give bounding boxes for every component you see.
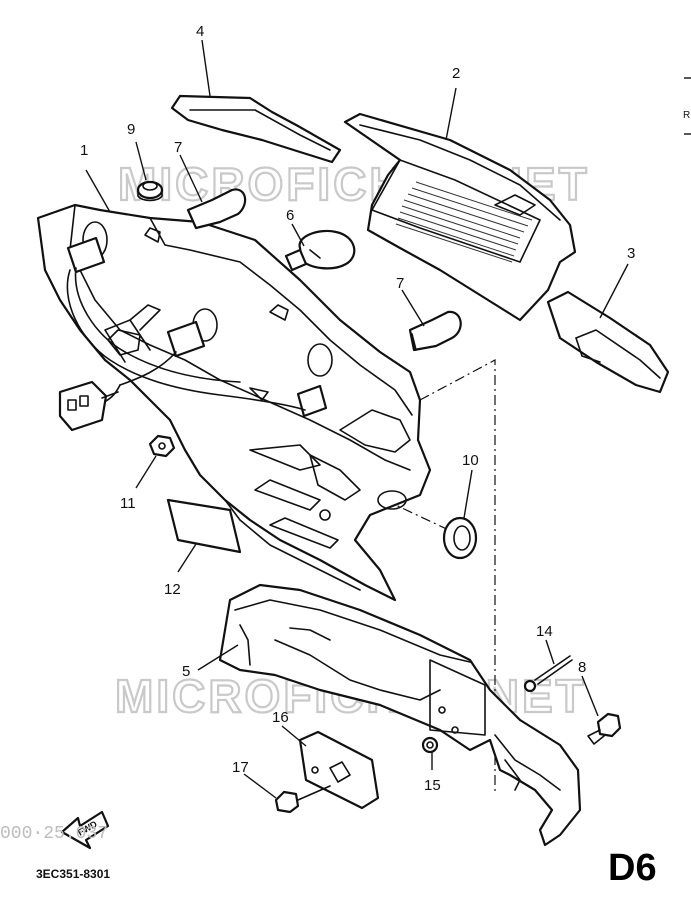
part-10-grommet bbox=[442, 516, 478, 560]
part-6-bulb bbox=[284, 229, 356, 272]
callout-1: 1 bbox=[80, 142, 88, 159]
part-14-screw bbox=[523, 655, 573, 693]
part-2-tail-cover bbox=[343, 112, 577, 322]
edge-mark-r: R bbox=[683, 110, 690, 121]
callout-7-lower: 7 bbox=[396, 275, 404, 292]
part-7-bulb-upper bbox=[186, 188, 247, 230]
callout-7-upper: 7 bbox=[174, 139, 182, 156]
callout-2: 2 bbox=[452, 65, 460, 82]
part-17-nut bbox=[274, 785, 331, 814]
callout-3: 3 bbox=[627, 245, 635, 262]
part-5-lower-cover bbox=[218, 583, 582, 847]
part-4-upper-cover bbox=[170, 94, 342, 164]
leader-lines bbox=[85, 39, 629, 799]
callout-5: 5 bbox=[182, 663, 190, 680]
callout-9: 9 bbox=[127, 121, 135, 138]
part-15-washer bbox=[421, 736, 439, 754]
part-3-reflector bbox=[546, 290, 670, 394]
callout-14: 14 bbox=[536, 623, 553, 640]
callout-labels: 1 2 3 4 5 6 7 7 8 9 10 11 12 14 15 16 17 bbox=[80, 23, 635, 794]
callout-12: 12 bbox=[164, 581, 181, 598]
page-code: D6 bbox=[608, 847, 657, 889]
part-9-grommet bbox=[136, 180, 164, 202]
microfiche-stamp: 000·25.037 bbox=[0, 824, 108, 844]
grille-lines bbox=[395, 181, 533, 263]
diagram-code: 3EC351-8301 bbox=[36, 867, 110, 881]
part-12-pad bbox=[166, 498, 242, 554]
part-11-nut bbox=[148, 434, 176, 458]
callout-8: 8 bbox=[578, 659, 586, 676]
callout-4: 4 bbox=[196, 23, 204, 40]
part-7-bulb-lower bbox=[408, 310, 462, 352]
part-1-main-housing bbox=[36, 203, 432, 602]
callout-11: 11 bbox=[120, 495, 136, 512]
callout-17: 17 bbox=[232, 759, 249, 776]
part-8-bolt bbox=[587, 712, 622, 745]
wiring-harness bbox=[66, 236, 328, 418]
callout-10: 10 bbox=[462, 452, 479, 469]
callout-16: 16 bbox=[272, 709, 289, 726]
part-16-plate bbox=[298, 730, 380, 810]
wire-connector bbox=[58, 380, 119, 432]
callout-15: 15 bbox=[424, 777, 441, 794]
edge-marks: R bbox=[683, 77, 691, 135]
callout-6: 6 bbox=[286, 207, 294, 224]
